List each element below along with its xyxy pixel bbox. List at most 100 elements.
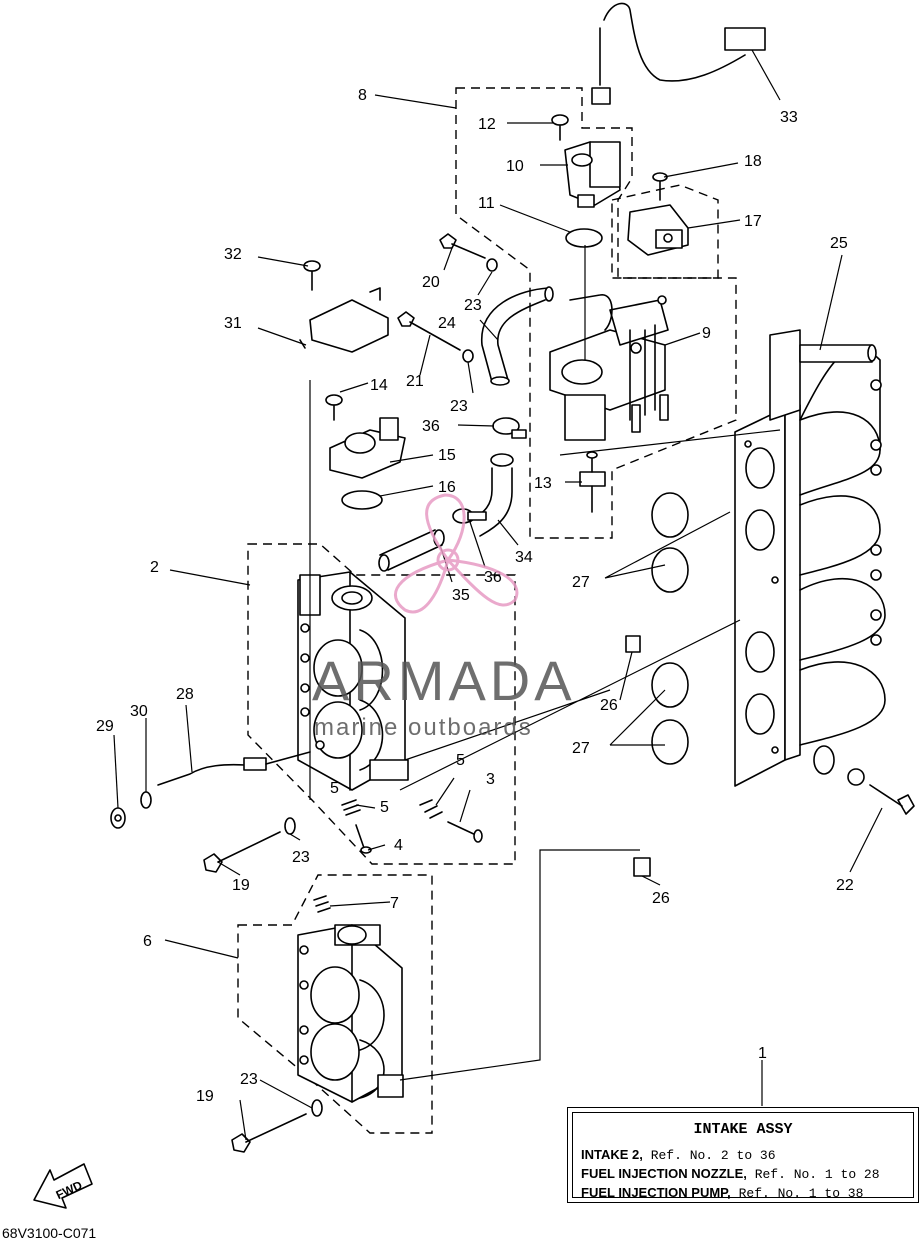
screw-3 — [447, 821, 483, 843]
callout-8: 8 — [358, 87, 367, 104]
damper-26b — [633, 857, 651, 877]
sensor-15 — [329, 417, 406, 479]
legend-line-2-ref: Ref. No. 1 to 28 — [754, 1167, 880, 1182]
callout-13: 13 — [534, 475, 552, 492]
callout-5b: 5 — [456, 752, 465, 769]
callout-numbers: 1 2 3 4 5 5 5 6 7 8 9 10 11 12 13 14 15 … — [96, 87, 854, 1105]
callout-17: 17 — [744, 213, 762, 230]
washer-30 — [140, 791, 152, 809]
callout-5c: 5 — [330, 780, 339, 797]
callout-21: 21 — [406, 373, 424, 390]
callout-3: 3 — [486, 771, 495, 788]
callout-26b: 26 — [652, 890, 670, 907]
callout-34: 34 — [515, 549, 533, 566]
callout-2: 2 — [150, 559, 159, 576]
pipe-35 — [378, 529, 445, 572]
legend-line-3-name: FUEL INJECTION PUMP, — [581, 1185, 731, 1200]
callout-1: 1 — [758, 1045, 767, 1062]
fuel-pump-assembly — [549, 294, 669, 441]
throttle-body-upper — [297, 571, 409, 791]
lead-wire-28 — [157, 751, 311, 786]
wire-harness-33 — [591, 2, 766, 105]
callout-9: 9 — [702, 325, 711, 342]
callout-29: 29 — [96, 718, 114, 735]
group-outline-17 — [611, 184, 719, 279]
legend-line-1-name: INTAKE 2, — [581, 1147, 643, 1162]
callout-14: 14 — [370, 377, 388, 394]
callout-31: 31 — [224, 315, 242, 332]
cap-29 — [110, 807, 126, 829]
screw-18 — [652, 172, 668, 201]
callout-23b: 23 — [450, 398, 468, 415]
group-outline-2 — [247, 543, 516, 865]
callout-35: 35 — [452, 587, 470, 604]
hose-34 — [469, 453, 514, 537]
legend-line-3-ref: Ref. No. 1 to 38 — [738, 1186, 864, 1201]
group-outline-6 — [237, 874, 433, 1134]
clamp-36a — [492, 417, 527, 439]
bracket-31 — [299, 287, 389, 353]
washer-23d — [311, 1099, 323, 1117]
callout-4: 4 — [394, 837, 403, 854]
bolt-22 — [869, 784, 915, 815]
legend-line-1-ref: Ref. No. 2 to 36 — [650, 1148, 776, 1163]
spring-5b — [419, 799, 443, 819]
drawing-code: 68V3100-C071 — [2, 1225, 96, 1241]
screw-4 — [355, 824, 372, 854]
sensor-10 — [564, 141, 621, 208]
legend-inner-frame: INTAKE ASSY INTAKE 2, Ref. No. 2 to 36 F… — [572, 1112, 914, 1201]
hose-24 — [481, 286, 554, 386]
bolt-20 — [439, 233, 486, 259]
legend-line-1: INTAKE 2, Ref. No. 2 to 36 — [581, 1147, 776, 1163]
callout-16: 16 — [438, 479, 456, 496]
spring-5a — [341, 799, 361, 816]
watermark: ARMADA marine outboards — [312, 493, 576, 741]
callout-23d: 23 — [240, 1071, 258, 1088]
callout-23a: 23 — [464, 297, 482, 314]
washer-23c — [284, 817, 296, 835]
callout-32: 32 — [224, 246, 242, 263]
screw-32 — [303, 260, 321, 291]
callout-20: 20 — [422, 274, 440, 291]
gasket-27c — [651, 662, 689, 708]
fwd-arrow-icon: FWD — [33, 1163, 93, 1209]
callout-36a: 36 — [422, 418, 440, 435]
screw-14 — [325, 394, 343, 421]
callout-23c: 23 — [292, 849, 310, 866]
legend-line-3: FUEL INJECTION PUMP, Ref. No. 1 to 38 — [581, 1185, 863, 1201]
callout-18: 18 — [744, 153, 762, 170]
screw-12 — [551, 114, 569, 141]
gasket-27a — [651, 492, 689, 538]
callout-6: 6 — [143, 933, 152, 950]
plug-13 — [579, 451, 606, 513]
callout-30: 30 — [130, 703, 148, 720]
callout-24: 24 — [438, 315, 456, 332]
sensor-17 — [627, 204, 689, 256]
group-outline-8 — [455, 87, 737, 539]
legend-line-2-name: FUEL INJECTION NOZZLE, — [581, 1166, 747, 1181]
callout-11: 11 — [478, 195, 495, 212]
callout-26a: 26 — [600, 697, 618, 714]
watermark-tagline: marine outboards — [314, 714, 533, 741]
callout-15: 15 — [438, 447, 456, 464]
callout-25: 25 — [830, 235, 848, 252]
grommet-22 — [813, 745, 865, 786]
damper-26a — [625, 635, 641, 653]
gasket-27d — [651, 719, 689, 765]
o-ring-11 — [565, 228, 603, 248]
watermark-brand: ARMADA — [312, 649, 576, 712]
callout-33: 33 — [780, 109, 798, 126]
o-ring-16 — [341, 490, 383, 510]
watermark-propeller-icon — [394, 493, 519, 614]
callout-27a: 27 — [572, 574, 590, 591]
callout-7: 7 — [390, 895, 399, 912]
washer-23b — [462, 349, 474, 363]
guide-lines — [309, 245, 781, 1081]
bolt-21 — [397, 311, 461, 351]
legend-line-2: FUEL INJECTION NOZZLE, Ref. No. 1 to 28 — [581, 1166, 880, 1182]
washer-23a — [486, 258, 498, 272]
legend-title: INTAKE ASSY — [693, 1121, 793, 1138]
spring-7 — [313, 895, 331, 913]
callout-19a: 19 — [232, 877, 250, 894]
